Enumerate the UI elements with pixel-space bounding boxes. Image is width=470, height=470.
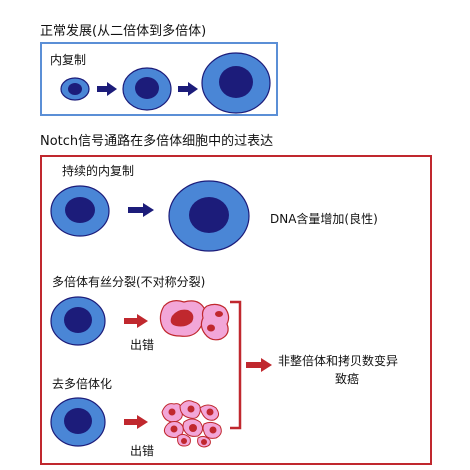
medium-cell-icon: [122, 67, 172, 111]
depoly-label: 去多倍体化: [52, 377, 113, 391]
outcome-line1: 非整倍体和拷贝数变异: [278, 354, 399, 368]
normal-development-panel: [40, 42, 278, 116]
mitosis-error: 出错: [130, 338, 155, 352]
red-arrow-icon: [124, 314, 148, 328]
arrow-right-icon: [128, 203, 154, 217]
small-cell-icon: [60, 77, 90, 101]
red-arrow-icon: [124, 415, 148, 429]
top-panel-label: 内复制: [50, 53, 87, 67]
abnormal-cell-icon: [159, 300, 206, 337]
notch-overexpression-panel: [40, 155, 432, 465]
large-cell-icon: [168, 180, 250, 252]
red-arrow-icon: [246, 358, 272, 372]
endo-label: 持续的内复制: [62, 164, 135, 178]
top-title: 正常发展(从二倍体到多倍体): [40, 24, 207, 39]
outcome-line2: 致癌: [335, 372, 360, 386]
endo-result: DNA含量增加(良性): [270, 212, 378, 226]
arrow-right-icon: [97, 82, 117, 96]
cell-icon: [50, 296, 106, 346]
mitosis-label: 多倍体有丝分裂(不对称分裂): [52, 275, 206, 289]
main-title: Notch信号通路在多倍体细胞中的过表达: [40, 134, 274, 149]
large-cell-icon: [201, 52, 271, 114]
cell-icon: [50, 185, 110, 237]
abnormal-cell-cluster-icon: [161, 400, 222, 448]
abnormal-cell-icon: [200, 303, 230, 341]
arrow-right-icon: [178, 82, 198, 96]
depoly-error: 出错: [130, 444, 155, 458]
bracket-icon: [230, 300, 242, 430]
cell-icon: [50, 397, 106, 447]
